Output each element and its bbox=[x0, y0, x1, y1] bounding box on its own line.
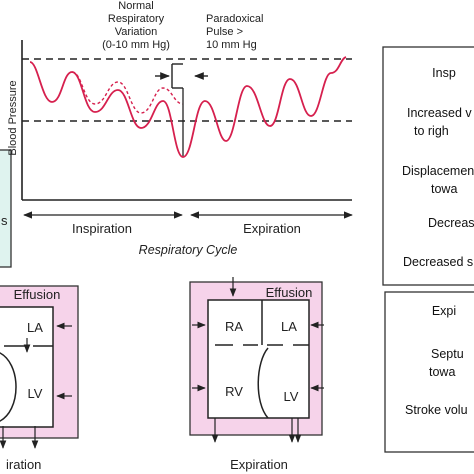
paradoxical-pulse-label: Paradoxical Pulse > 10 mm Hg bbox=[206, 13, 263, 51]
svg-text:Increased v: Increased v bbox=[407, 106, 472, 120]
svg-text:towa: towa bbox=[431, 182, 457, 196]
rv-label-right: RV bbox=[225, 384, 243, 399]
right-panel-expiration: Expi Septu towa Stroke volu bbox=[384, 291, 474, 453]
svg-text:towa: towa bbox=[429, 365, 455, 379]
svg-text:Stroke volu: Stroke volu bbox=[405, 403, 468, 417]
heart-diagram-expiration: Effusion RA LA RV LV Expiration bbox=[189, 277, 324, 472]
heart-diagram-inspiration: Effusion LA LV iration bbox=[0, 285, 79, 472]
svg-text:Displacemen: Displacemen bbox=[402, 164, 474, 178]
left-clipped-box: s bbox=[0, 149, 12, 268]
caption-right: Expiration bbox=[230, 457, 288, 472]
paradoxical-pressure-curve bbox=[29, 56, 347, 158]
effusion-label-left: Effusion bbox=[14, 287, 61, 302]
right-panel-inspiration: Insp Increased v to righ Displacemen tow… bbox=[382, 46, 474, 286]
svg-text:Paradoxical: Paradoxical bbox=[206, 13, 263, 25]
normal-pressure-curve bbox=[71, 71, 184, 114]
normal-variation-label: Normal Respiratory Variation (0-10 mm Hg… bbox=[102, 0, 170, 51]
svg-text:(0-10 mm Hg): (0-10 mm Hg) bbox=[102, 39, 170, 51]
svg-text:Decreased s: Decreased s bbox=[403, 255, 473, 269]
expiration-label: Expiration bbox=[243, 221, 301, 236]
svg-text:Insp: Insp bbox=[432, 66, 456, 80]
svg-text:Expi: Expi bbox=[432, 304, 456, 318]
ra-label-right: RA bbox=[225, 319, 243, 334]
svg-text:Septu: Septu bbox=[431, 347, 464, 361]
lv-label-left: LV bbox=[28, 386, 43, 401]
lv-label-right: LV bbox=[284, 389, 299, 404]
caption-left: iration bbox=[6, 457, 41, 472]
svg-text:to righ: to righ bbox=[414, 124, 449, 138]
respiratory-cycle-label: Respiratory Cycle bbox=[139, 243, 238, 257]
svg-text:Decreas: Decreas bbox=[428, 216, 474, 230]
blood-pressure-plot: Blood Pressure Normal Respiratory Variat… bbox=[7, 0, 353, 257]
la-label-left: LA bbox=[27, 320, 43, 335]
variation-bracket bbox=[155, 63, 208, 156]
effusion-label-right: Effusion bbox=[266, 285, 313, 300]
svg-text:10 mm Hg: 10 mm Hg bbox=[206, 39, 257, 51]
svg-text:Pulse >: Pulse > bbox=[206, 26, 243, 38]
svg-text:Respiratory: Respiratory bbox=[108, 13, 165, 25]
svg-text:Variation: Variation bbox=[115, 26, 158, 38]
la-label-right: LA bbox=[281, 319, 297, 334]
inspiration-label: Inspiration bbox=[72, 221, 132, 236]
svg-text:Normal: Normal bbox=[118, 0, 153, 12]
y-axis-label: Blood Pressure bbox=[7, 80, 19, 155]
left-box-text: s bbox=[1, 213, 8, 228]
